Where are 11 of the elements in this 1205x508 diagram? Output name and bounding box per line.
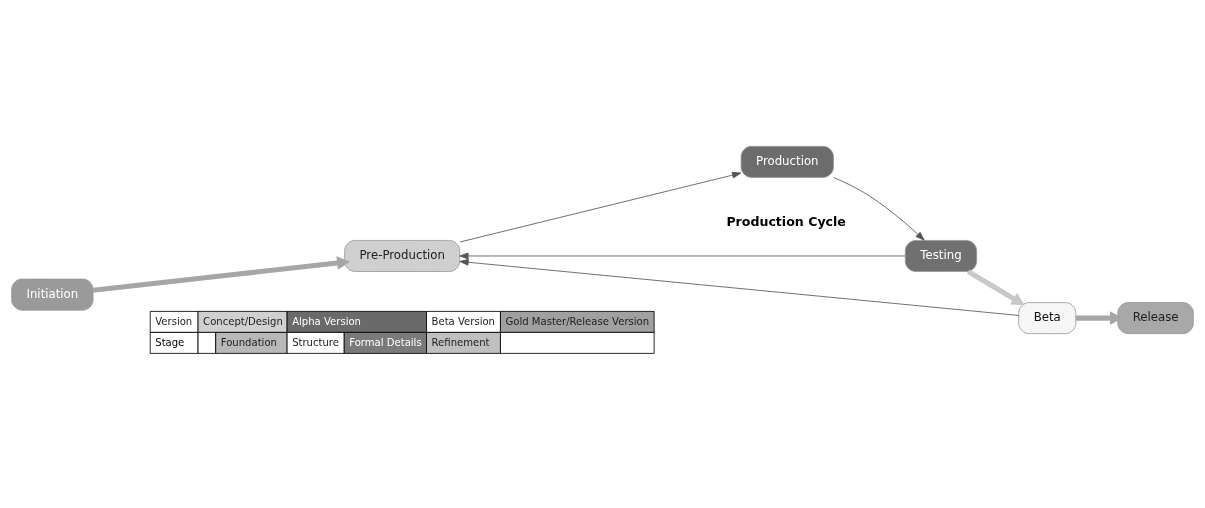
label: Structure bbox=[292, 336, 339, 348]
label: Foundation bbox=[220, 336, 277, 348]
label: Beta Version bbox=[431, 315, 495, 327]
label: Formal Details bbox=[349, 336, 422, 348]
label: Production Cycle bbox=[726, 213, 846, 229]
label: Refinement bbox=[431, 336, 490, 348]
label: Gold Master/Release Version bbox=[505, 315, 650, 327]
label: Concept/Design bbox=[203, 315, 283, 327]
label: Stage bbox=[155, 336, 185, 348]
label: Alpha Version bbox=[292, 315, 361, 327]
label: Version bbox=[155, 315, 193, 327]
